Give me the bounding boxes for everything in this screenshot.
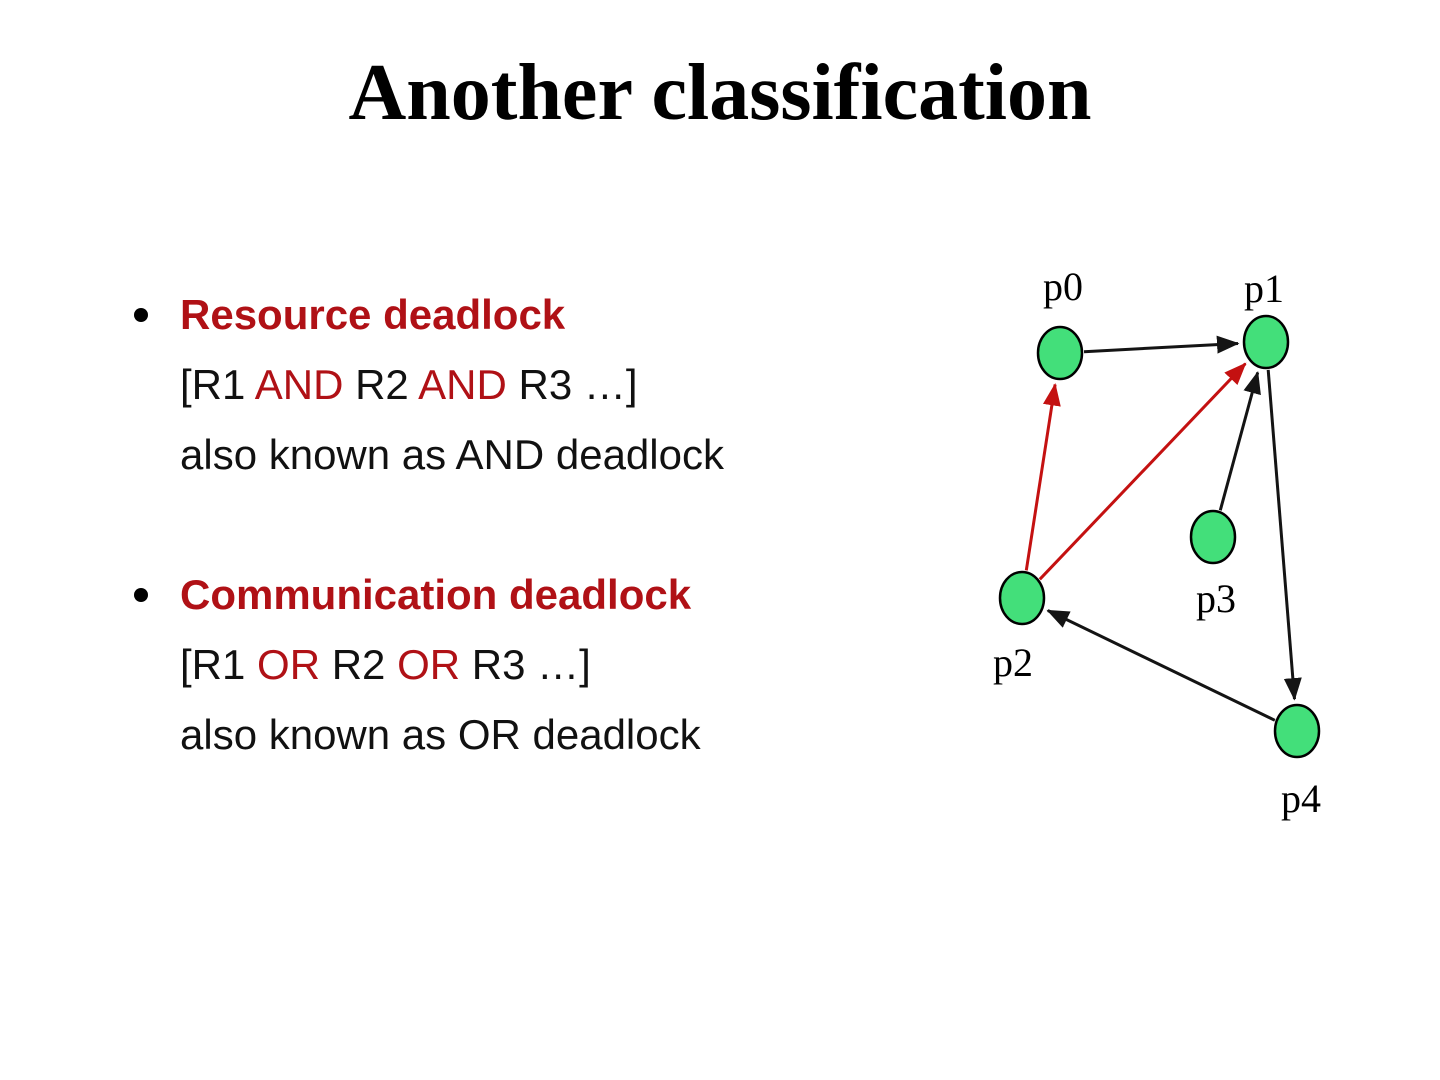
formula-segment: R2: [320, 641, 398, 688]
bullet-dot: [134, 308, 148, 322]
bullet-note-resource: also known as AND deadlock: [180, 431, 724, 478]
bullet-heading-communication: Communication deadlock: [180, 571, 692, 618]
bullet-dot: [134, 588, 148, 602]
bullet-resource-deadlock: Resource deadlock [R1 AND R2 AND R3 …] a…: [122, 280, 902, 490]
node-p0: [1036, 325, 1084, 381]
node-label-p0: p0: [1043, 264, 1083, 309]
node-p1: [1242, 314, 1290, 370]
edge-p2-p0: [1024, 383, 1061, 571]
edge-p0-p1: [1083, 335, 1240, 354]
edge-p4-p2: [1046, 609, 1276, 722]
node-label-p3: p3: [1196, 576, 1236, 621]
formula-segment-and-1: AND: [254, 361, 344, 408]
bullet-formula-communication: [R1 OR R2 OR R3 …]: [180, 630, 902, 700]
bullet-formula-resource: [R1 AND R2 AND R3 …]: [180, 350, 902, 420]
formula-segment: R3 …]: [460, 641, 591, 688]
formula-segment-or-1: OR: [257, 641, 321, 688]
bullet-heading-resource: Resource deadlock: [180, 291, 566, 338]
formula-segment-or-2: OR: [397, 641, 461, 688]
formula-segment: R2: [343, 361, 419, 408]
formula-segment: R3 …]: [506, 361, 638, 408]
node-label-p2: p2: [993, 640, 1033, 685]
node-p3: [1189, 509, 1237, 565]
bullet-note-communication: also known as OR deadlock: [180, 711, 701, 758]
edge-p3-p1: [1218, 371, 1261, 511]
slide-title: Another classification: [348, 49, 1092, 137]
bullet-list: Resource deadlock [R1 AND R2 AND R3 …] a…: [122, 280, 902, 770]
node-label-p4: p4: [1281, 776, 1321, 821]
node-label-p1: p1: [1244, 266, 1284, 311]
bullet-communication-deadlock: Communication deadlock [R1 OR R2 OR R3 ……: [122, 560, 902, 770]
node-p4: [1273, 703, 1321, 759]
edge-p1-p4: [1266, 369, 1302, 701]
formula-segment: [R1: [180, 641, 258, 688]
edge-p2-p1: [1038, 362, 1247, 581]
node-p2: [998, 570, 1046, 626]
formula-segment: [R1: [180, 361, 255, 408]
formula-segment-and-2: AND: [418, 361, 507, 408]
